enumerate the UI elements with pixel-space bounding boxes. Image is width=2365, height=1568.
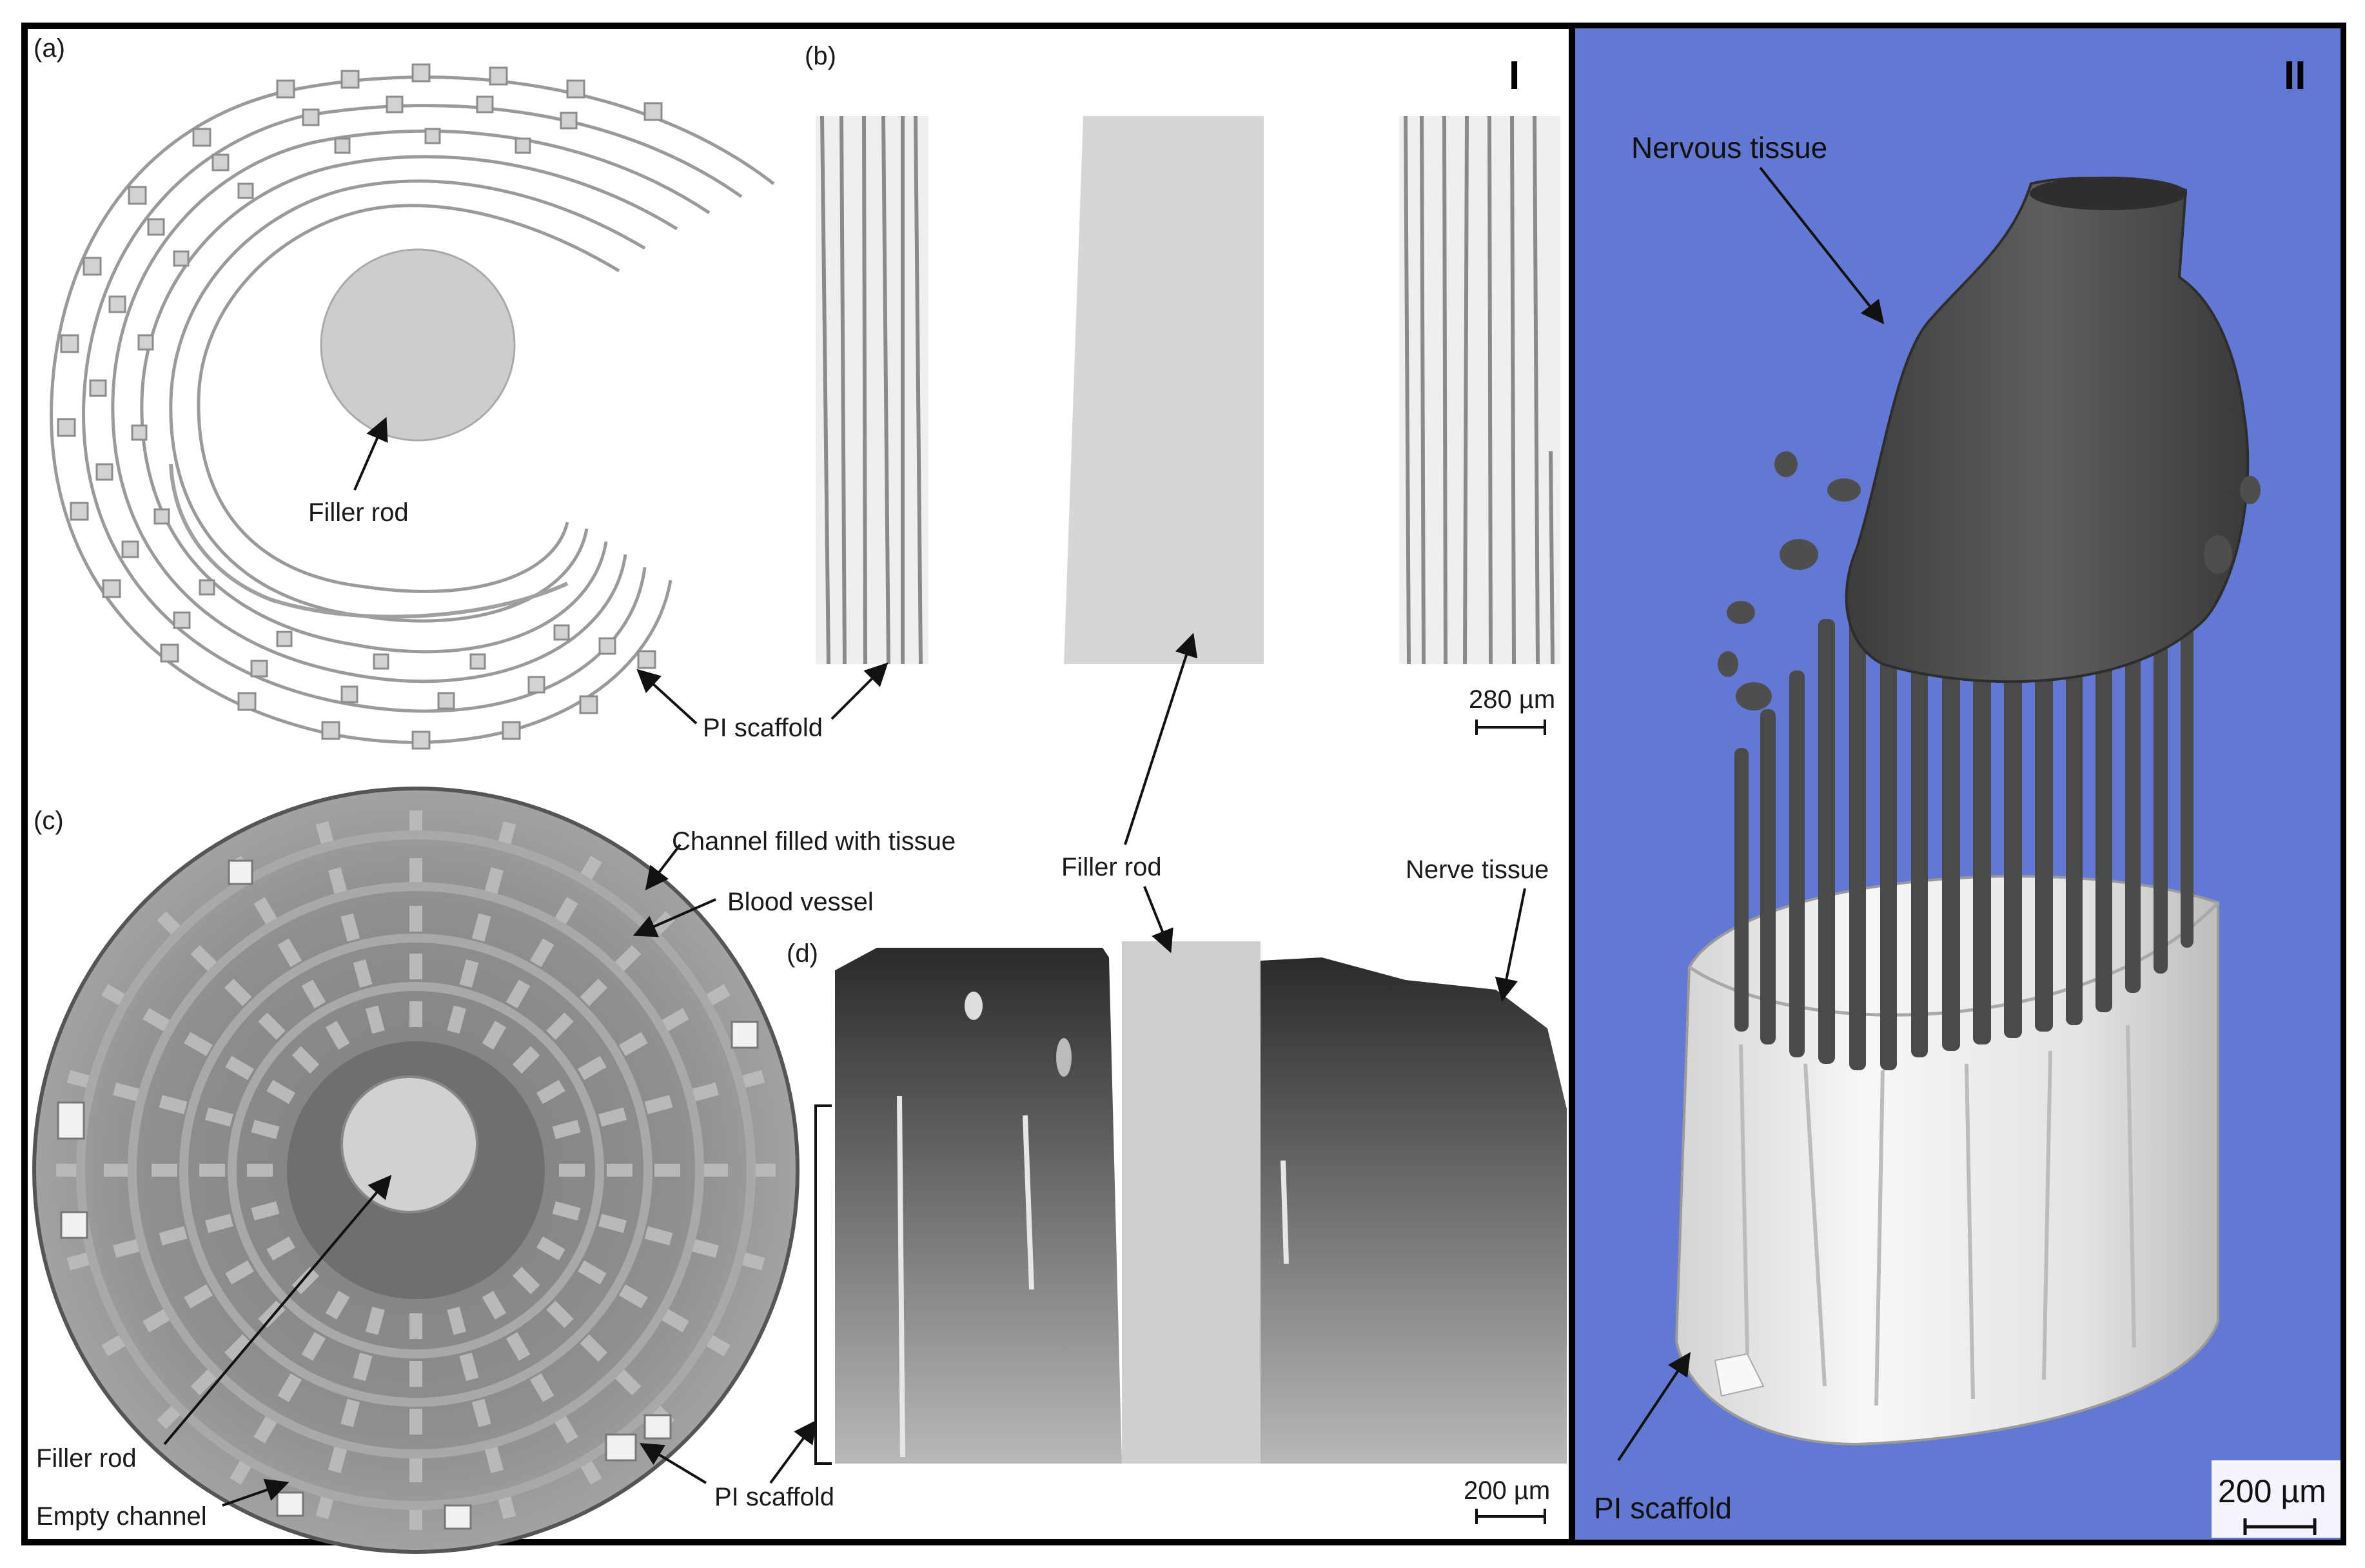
label-a-pi-scaffold: PI scaffold [703,714,823,742]
label-c-channel-filled: Channel filled with tissue [672,827,956,856]
numeral-I: I [1509,54,1520,98]
label-c-empty-channel: Empty channel [36,1502,207,1531]
label-d-nerve-tissue: Nerve tissue [1406,856,1549,884]
strip-middle [1064,116,1264,664]
tag-a: (a) [34,34,65,63]
spiral-inner-tail [169,464,569,619]
label-II-scale: 200 µm [2218,1473,2326,1509]
bracket-d [814,1104,832,1465]
panel-c [32,787,800,1554]
tissue-fragments [1718,451,2261,710]
tissue-top-opening [2030,177,2187,210]
scale-bar-b [1475,720,1546,735]
filler-rod-a [320,248,516,442]
filler-rod-c [340,1075,478,1213]
label-c-pi-scaffold: PI scaffold [714,1483,834,1511]
label-a-filler-rod: Filler rod [308,498,409,527]
label-II-nervous-tissue: Nervous tissue [1631,131,1827,164]
annotation-arrows [163,166,1885,1507]
panel-b [816,115,1560,735]
label-c-blood-vessel: Blood vessel [727,888,874,916]
filler-rod-d [1122,941,1261,1464]
section-tissue [835,948,1122,1464]
concentric-rings [76,830,756,1510]
strip-left [816,115,928,665]
labels: (a) (b) (c) (d) I II Filler rod PI scaff… [34,34,2326,1531]
label-b-scale: 280 µm [1469,685,1555,714]
spiral-scaffold [50,75,775,744]
tag-b: (b) [805,42,836,70]
tag-d: (d) [787,939,818,968]
strip-right [1399,115,1560,665]
label-d-scale: 200 µm [1464,1476,1550,1505]
panel-II-render [1674,177,2340,1538]
label-d-filler-rod: Filler rod [1061,853,1162,881]
nervous-tissue-mass [1845,177,2250,683]
numeral-II: II [2284,54,2306,98]
scaffold-blocks [57,63,663,750]
tag-c: (c) [34,807,64,835]
label-c-filler-rod: Filler rod [36,1444,137,1473]
label-II-pi-scaffold: PI scaffold [1594,1491,1732,1525]
section-tissue-right [1261,957,1567,1464]
scale-bar-d [1475,1509,1546,1524]
panel-d [814,941,1567,1524]
panel-a [50,63,775,750]
